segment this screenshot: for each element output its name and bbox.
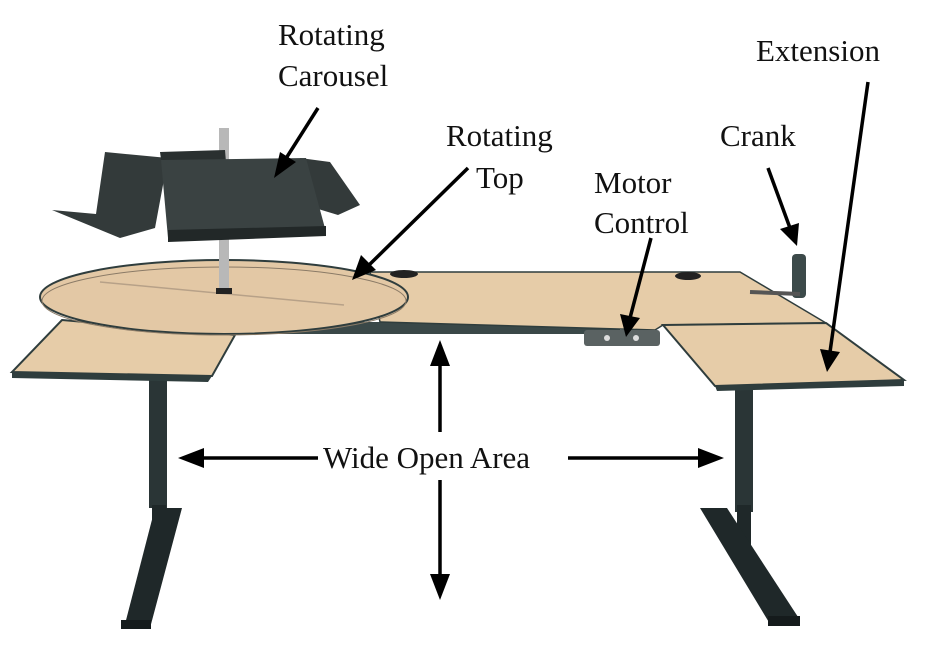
crank-arrow-line: [766, 167, 792, 229]
carousel-pole-base: [216, 288, 232, 294]
motor-button-2: [633, 335, 639, 341]
rotating-top-arrow-head: [352, 255, 376, 280]
crank-handle: [792, 254, 806, 298]
label-rotating-carousel-line1: Rotating: [278, 17, 385, 52]
crank-arm: [749, 290, 801, 296]
label-rotating-top-line1: Rotating: [446, 118, 553, 153]
wide-area-left-head: [178, 448, 204, 468]
motor-control-arrow-line: [628, 237, 653, 319]
crank-arrow-head: [780, 223, 799, 246]
rotating-top-arrow-line: [366, 166, 470, 268]
right-foot-pad: [768, 616, 800, 626]
annotation-arrows: [178, 81, 870, 600]
book-stand-left: [52, 152, 168, 238]
wide-area-right-head: [698, 448, 724, 468]
label-wide-open-area: Wide Open Area: [323, 440, 530, 475]
left-foot: [124, 508, 182, 628]
left-foot-pad: [121, 620, 151, 629]
motor-button-1: [604, 335, 610, 341]
left-leg: [149, 378, 167, 508]
right-foot: [700, 508, 800, 624]
labels: Rotating Carousel Rotating Top Motor Con…: [278, 17, 880, 475]
label-crank: Crank: [720, 118, 796, 153]
wide-area-down-head: [430, 574, 450, 600]
rotating-carousel: [52, 128, 360, 294]
carousel-arrow-line: [283, 107, 320, 161]
label-rotating-carousel-line2: Carousel: [278, 58, 388, 93]
extension-arrow-head: [820, 349, 840, 372]
right-leg: [735, 382, 753, 512]
label-extension: Extension: [756, 33, 880, 68]
motor-control-box: [584, 330, 660, 346]
label-motor-control-line2: Control: [594, 205, 689, 240]
extension-edge: [715, 380, 904, 391]
book-stand-front-lip: [168, 226, 326, 242]
grommet-right: [675, 272, 701, 280]
carousel-arrow-head: [274, 152, 296, 178]
book-stand-front: [161, 158, 326, 238]
left-wing-edge: [12, 372, 212, 382]
extension-arrow-line: [828, 81, 870, 353]
label-rotating-top-line2: Top: [476, 160, 524, 195]
motor-control-arrow-head: [620, 314, 640, 337]
wide-area-up-head: [430, 340, 450, 366]
grommet-left: [390, 270, 418, 278]
label-motor-control-line1: Motor: [594, 165, 672, 200]
